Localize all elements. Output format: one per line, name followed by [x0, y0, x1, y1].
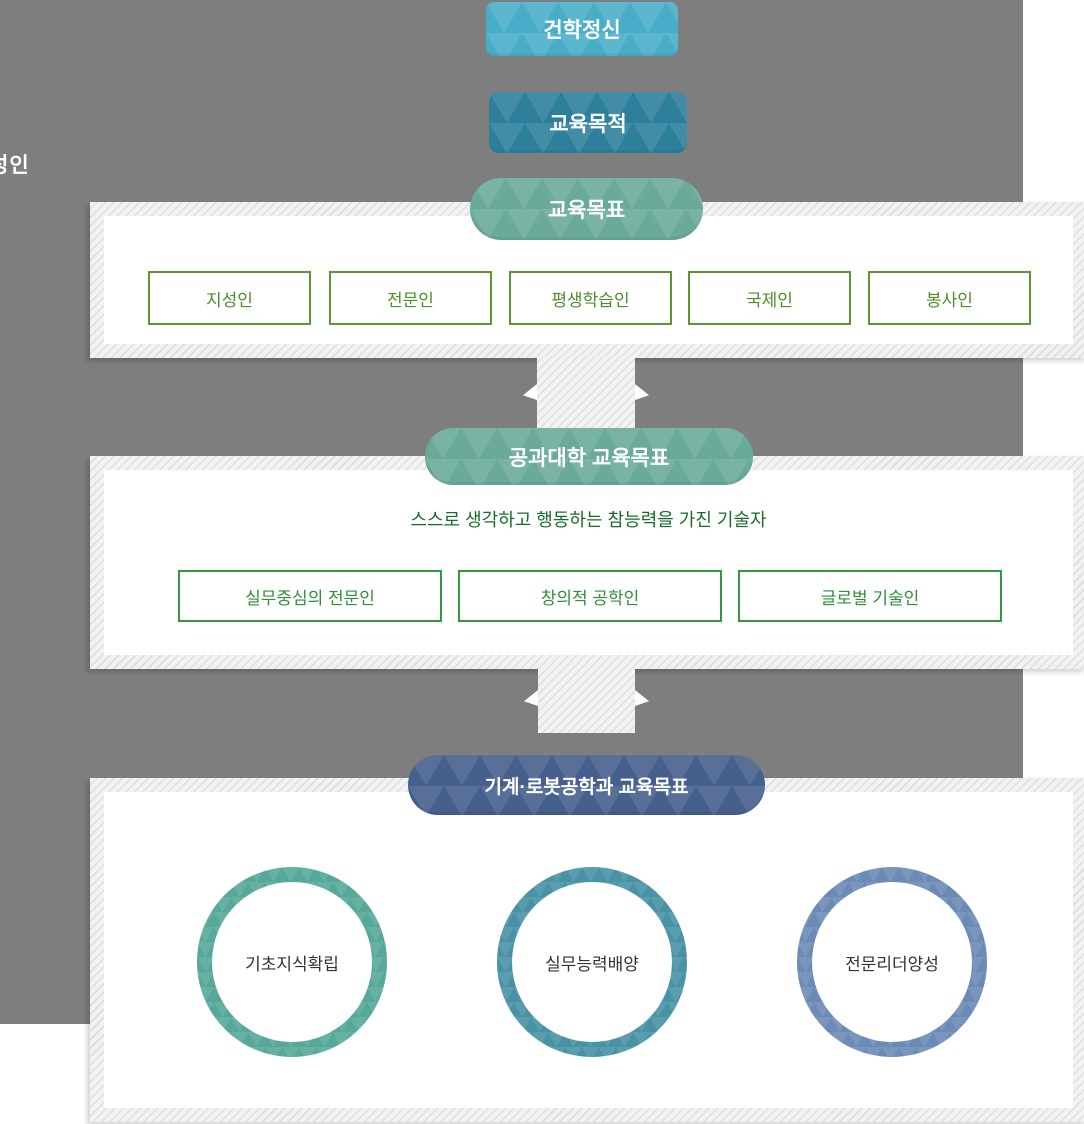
badge-engineering-college-goals: 공과대학 교육목표	[425, 428, 753, 485]
clipped-left-text: 성인	[0, 154, 30, 177]
goal-box-volunteer: 봉사인	[868, 271, 1031, 325]
goal-box-global-citizen: 국제인	[688, 271, 851, 325]
down-arrow-1-body	[537, 356, 635, 428]
goal-circle-professional-leader: 전문리더양성	[797, 867, 987, 1057]
goal-box-practical-professional: 실무중심의 전문인	[178, 570, 442, 622]
badge-education-purpose: 교육목적	[489, 92, 687, 153]
badge-engineering-college-goals-label: 공과대학 교육목표	[508, 446, 670, 470]
badge-education-purpose-label: 교육목적	[549, 112, 627, 136]
badge-education-goals-label: 교육목표	[547, 199, 626, 222]
goal-circle-practical-ability: 실무능력배양	[497, 867, 687, 1057]
goal-box-intellectual: 지성인	[148, 271, 311, 325]
goal-circle-basic-knowledge-label: 기초지식확립	[212, 882, 372, 1042]
goal-box-creative-engineer: 창의적 공학인	[458, 570, 722, 622]
college-goals-headline: 스스로 생각하고 행동하는 참능력을 가진 기술자	[410, 510, 767, 530]
down-arrow-2-body	[538, 662, 635, 733]
badge-founding-spirit-label: 건학정신	[543, 19, 621, 42]
down-arrow-2	[524, 662, 649, 733]
badge-education-goals: 교육목표	[470, 178, 703, 240]
badge-founding-spirit: 건학정신	[486, 2, 678, 56]
badge-department-goals: 기계·로봇공학과 교육목표	[408, 755, 765, 815]
goal-circle-basic-knowledge: 기초지식확립	[197, 867, 387, 1057]
college-goals-panel	[90, 456, 1084, 669]
goal-circle-professional-leader-label: 전문리더양성	[812, 882, 972, 1042]
badge-department-goals-label: 기계·로봇공학과 교육목표	[484, 776, 689, 798]
down-arrow-1	[523, 356, 649, 428]
goal-box-lifelong-learner: 평생학습인	[509, 271, 672, 325]
goal-box-professional: 전문인	[329, 271, 492, 325]
goal-circle-practical-ability-label: 실무능력배양	[512, 882, 672, 1042]
college-goals-panel-inner	[104, 470, 1073, 655]
goal-box-global-engineer: 글로벌 기술인	[738, 570, 1002, 622]
